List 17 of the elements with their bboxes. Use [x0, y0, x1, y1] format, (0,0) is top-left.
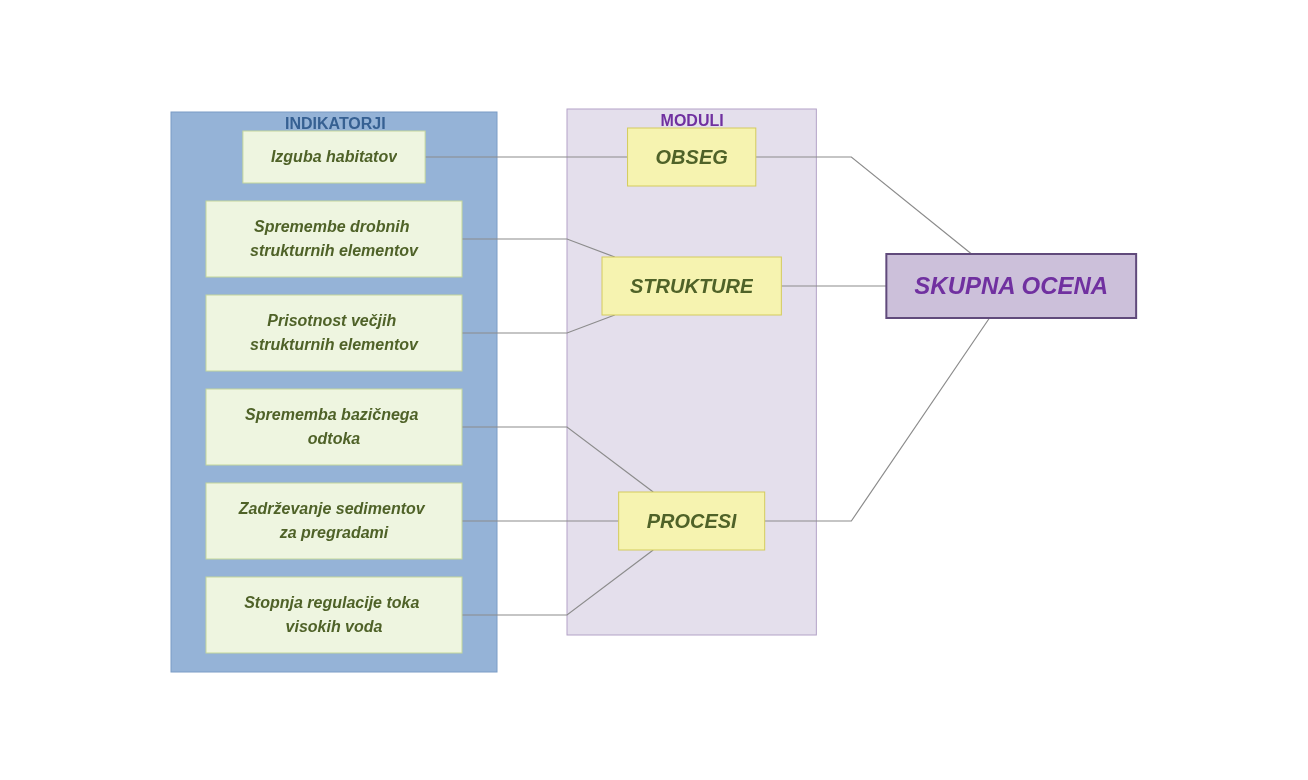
connector — [461, 425, 655, 493]
node-box: OBSEG — [627, 127, 757, 186]
connector — [755, 155, 973, 255]
node-box: Stopnja regulacije toka visokih voda — [205, 576, 463, 653]
node-box: Zadrževanje sedimentov za pregradami — [205, 482, 463, 559]
node-box: Prisotnost večjih strukturnih elementov — [205, 294, 463, 371]
node-box: Izguba habitatov — [242, 130, 427, 183]
node-box: PROCESI — [618, 491, 766, 550]
connector — [461, 519, 620, 522]
node-box: SKUPNA OCENA — [885, 252, 1138, 319]
connector — [424, 155, 629, 158]
node-box: Sprememba bazičnega odtoka — [205, 388, 463, 465]
connector — [461, 548, 655, 616]
node-box: Spremembe drobnih strukturnih elementov — [205, 200, 463, 277]
connector — [764, 316, 991, 522]
connector — [461, 313, 616, 334]
node-box: STRUKTURE — [601, 256, 783, 315]
